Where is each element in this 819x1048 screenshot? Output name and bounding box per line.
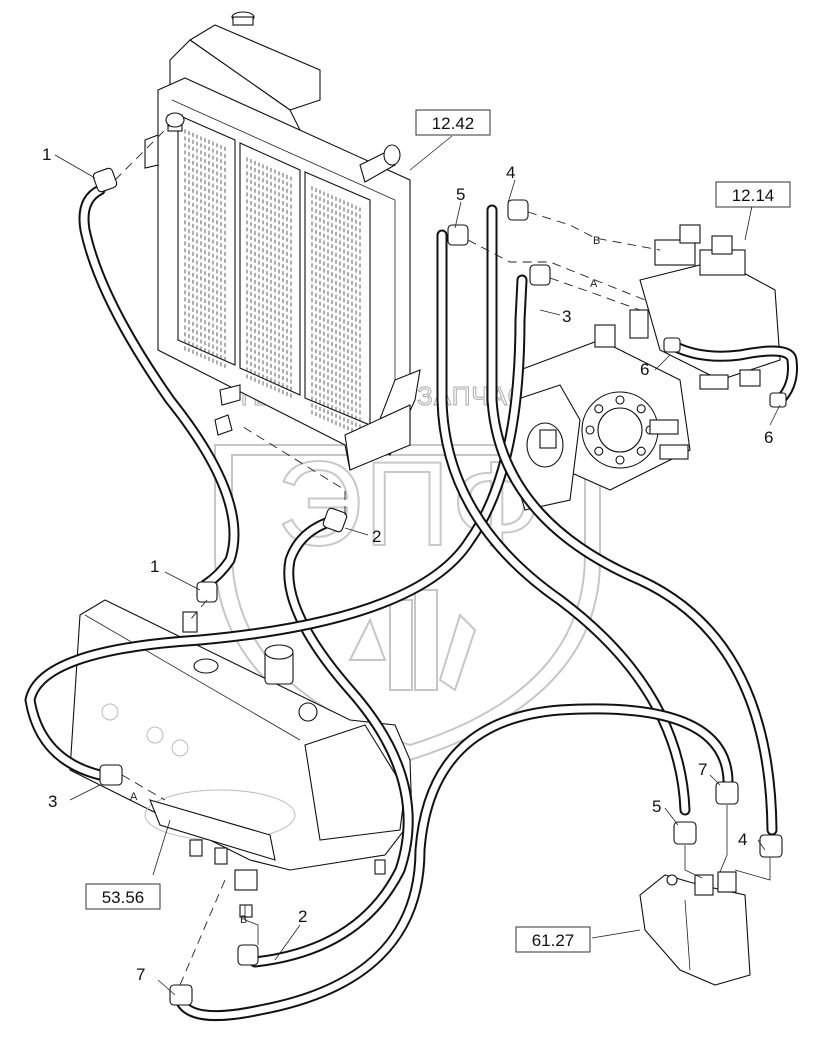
leader-lines: [54, 135, 781, 996]
connection-letters: B A A B: [130, 235, 600, 926]
tank-ghost-fittings: [101, 703, 189, 757]
callout-3-left: 3: [48, 792, 57, 811]
callout-3-top: 3: [562, 307, 571, 326]
pump-flange-bolt: [636, 404, 646, 414]
hose-6-fitting-right: [769, 392, 787, 408]
ref-box-12-42[interactable]: 12.42: [415, 109, 491, 136]
callout-1-mid: 1: [150, 557, 159, 576]
pump-control-valve: [639, 259, 781, 381]
hose-1-nut-bottom: [196, 581, 218, 603]
radiator: [144, 11, 421, 471]
hose-3-nut-top: [529, 264, 551, 286]
callout-2-mid: 2: [372, 527, 381, 546]
pump-flange-bolt: [585, 425, 595, 435]
tank-top-fitting: [182, 611, 198, 633]
callout-5-bottom: 5: [652, 797, 661, 816]
fittings: [92, 167, 783, 1006]
hose-5-nut-bottom: [673, 821, 697, 845]
callout-2-bottom: 2: [298, 907, 307, 926]
pump-flange-bolt: [636, 446, 646, 456]
tank-port-b: [234, 869, 258, 891]
ref-box-61-27[interactable]: 61.27: [515, 926, 591, 953]
hose-4-nut-top: [507, 199, 529, 221]
hose-2-nut-top: [322, 507, 348, 533]
motor-port-a: [694, 874, 714, 896]
callout-1-top: 1: [42, 145, 51, 164]
ref-box-label: 53.56: [102, 888, 145, 907]
conn-letter-a-tank: A: [130, 791, 138, 803]
hose-4-nut-bottom: [759, 834, 783, 858]
pump-flange-bolt: [615, 395, 625, 405]
ref-box-12-14[interactable]: 12.14: [715, 181, 791, 208]
pump-flange-bolt: [615, 455, 625, 465]
hose-7-nut-right: [715, 781, 739, 805]
ref-box-53-56[interactable]: 53.56: [85, 883, 161, 910]
hoses: [24, 184, 778, 1022]
ref-box-label: 12.42: [432, 114, 475, 133]
conn-letter-a-top: A: [590, 278, 598, 290]
callouts: 1 1 2 2 3 3 4 4 5 5 6 6 7 7: [42, 145, 773, 984]
callout-5-top: 5: [456, 185, 465, 204]
hose-1-nut-top: [92, 167, 118, 193]
motor-port-b: [717, 871, 737, 893]
callout-7-right: 7: [698, 760, 707, 779]
pump-shaft: [539, 429, 557, 449]
tank-manifold: [149, 799, 276, 861]
callout-6-left: 6: [640, 360, 649, 379]
ref-box-label: 61.27: [532, 931, 575, 950]
ref-box-label: 12.14: [732, 186, 775, 205]
tank-plug: [298, 702, 318, 722]
hose-3-nut-bottom: [99, 764, 123, 786]
hydraulic-pump: [509, 224, 798, 511]
conn-letter-b-top: B: [593, 235, 600, 247]
hose-2-nut-bottom: [237, 944, 259, 966]
solenoid-a: [654, 239, 696, 266]
callout-4-bottom: 4: [738, 830, 747, 849]
hose-6-fitting-left: [663, 337, 681, 353]
conn-letter-b-tank: B: [240, 914, 247, 926]
callout-6-right: 6: [764, 428, 773, 447]
pump-flange-bolt: [594, 404, 604, 414]
callout-7-bottom: 7: [136, 965, 145, 984]
hose-7-nut-bottom: [169, 984, 193, 1006]
connection-lines: [114, 124, 771, 986]
pump-flange-bolt: [594, 446, 604, 456]
radiator-core: [177, 114, 371, 436]
hydraulic-motor: [639, 871, 751, 986]
hose-5-nut-top: [447, 224, 469, 246]
tank-cap: [193, 658, 219, 674]
callout-4-top: 4: [506, 163, 515, 182]
